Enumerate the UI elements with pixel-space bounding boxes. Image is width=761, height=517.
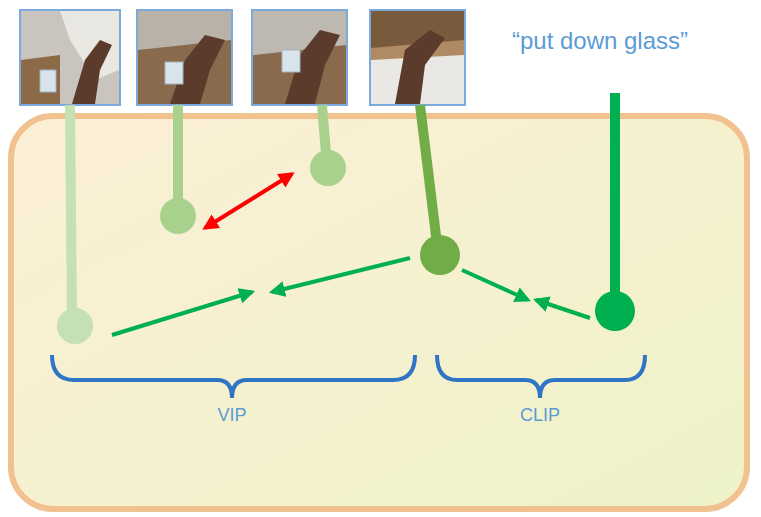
arm: [72, 40, 112, 104]
glass: [165, 62, 183, 84]
embedding-point: [160, 198, 196, 234]
group-label: VIP: [217, 406, 246, 426]
video-frame: [252, 10, 347, 105]
frame-background: [252, 10, 347, 105]
embedding-point: [310, 150, 346, 186]
attract-arrow: [112, 292, 252, 335]
arm: [395, 30, 445, 104]
video-frame: [370, 10, 465, 105]
frame-background: [137, 10, 232, 105]
feed-line: [173, 105, 183, 212]
feed-line: [70, 105, 72, 322]
group-brace: [52, 355, 415, 398]
caption-text: “put down glass”: [512, 28, 688, 54]
repel-arrow: [205, 174, 292, 228]
frame-background: [20, 10, 120, 105]
table-surface: [21, 55, 60, 104]
attract-arrow: [272, 258, 410, 292]
attract-arrow: [536, 300, 590, 318]
glass: [40, 70, 56, 92]
group-brace: [437, 355, 645, 398]
video-frame: [20, 10, 120, 105]
feed-line: [610, 93, 620, 308]
feed-line: [420, 105, 438, 252]
glass: [282, 50, 300, 72]
embedding-point: [57, 308, 93, 344]
embedding-space: [11, 116, 747, 509]
group-label: CLIP: [520, 406, 560, 426]
embedding-point: [595, 291, 635, 331]
frame-background: [370, 10, 465, 105]
embedding-point: [420, 235, 460, 275]
video-frame: [137, 10, 232, 105]
attract-arrow: [462, 270, 528, 300]
